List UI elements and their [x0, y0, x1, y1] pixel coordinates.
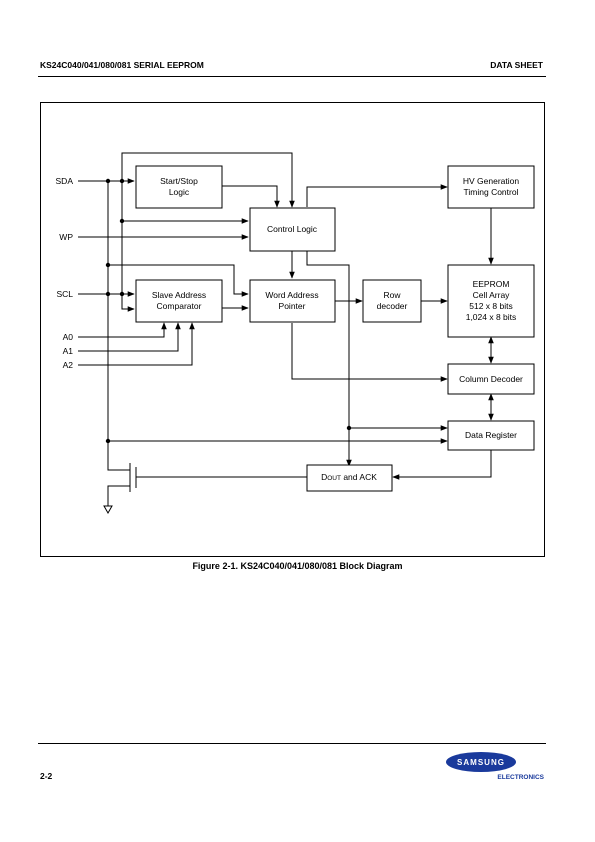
samsung-logo: SAMSUNG ELECTRONICS: [446, 752, 545, 781]
block-column-decoder: [447, 363, 535, 395]
signal-label-sda: SDA: [56, 176, 74, 186]
header-rule: [38, 76, 546, 77]
block-text: Comparator: [157, 301, 202, 311]
block-row-decoder: [362, 279, 422, 323]
block-text: Row: [383, 290, 401, 300]
block-hv-generation: [447, 165, 535, 209]
figure-caption: Figure 2-1. KS24C040/041/080/081 Block D…: [192, 561, 403, 571]
logo-sub: ELECTRONICS: [497, 774, 544, 781]
block-slave-address-comparator: [135, 279, 223, 323]
footer-rule: [38, 743, 546, 744]
signal-label-a0: A0: [63, 332, 74, 342]
header-title: KS24C040/041/080/081 SERIAL EEPROM: [40, 60, 204, 70]
block-text: Pointer: [279, 301, 306, 311]
ground-symbol-icon: [103, 505, 113, 515]
block-word-address-pointer: [249, 279, 336, 323]
block-text: Cell Array: [473, 290, 511, 300]
block-text: EEPROM: [473, 279, 510, 289]
block-text: 512 x 8 bits: [469, 301, 512, 311]
block-control-logic: [249, 207, 336, 252]
block-eeprom-array: [447, 264, 535, 338]
block-text: 1,024 x 8 bits: [466, 312, 517, 322]
block-text: Control Logic: [267, 224, 318, 234]
block-text: Data Register: [465, 430, 517, 440]
signal-label-a2: A2: [63, 360, 74, 370]
block-data-register: [447, 420, 535, 451]
block-dout-ack: [306, 464, 393, 492]
block-text: decoder: [377, 301, 408, 311]
block-text: Start/Stop: [160, 176, 198, 186]
block-text: Timing Control: [464, 187, 519, 197]
block-text-dout: DOUT and ACK: [321, 472, 377, 482]
signal-label-wp: WP: [59, 232, 73, 242]
logo-ellipse: [446, 752, 516, 772]
page-number: 2-2: [40, 771, 53, 781]
block-text: HV Generation: [463, 176, 519, 186]
block-text: Column Decoder: [459, 374, 523, 384]
block-text: Logic: [169, 187, 190, 197]
block-text: Slave Address: [152, 290, 206, 300]
block-start-stop-logic: [135, 165, 223, 209]
signal-label-a1: A1: [63, 346, 74, 356]
diagram-frame: [40, 102, 545, 557]
logo-brand: SAMSUNG: [457, 758, 505, 767]
block-text: Word Address: [265, 290, 318, 300]
header-doc-type: DATA SHEET: [490, 60, 543, 70]
signal-label-scl: SCL: [56, 289, 73, 299]
